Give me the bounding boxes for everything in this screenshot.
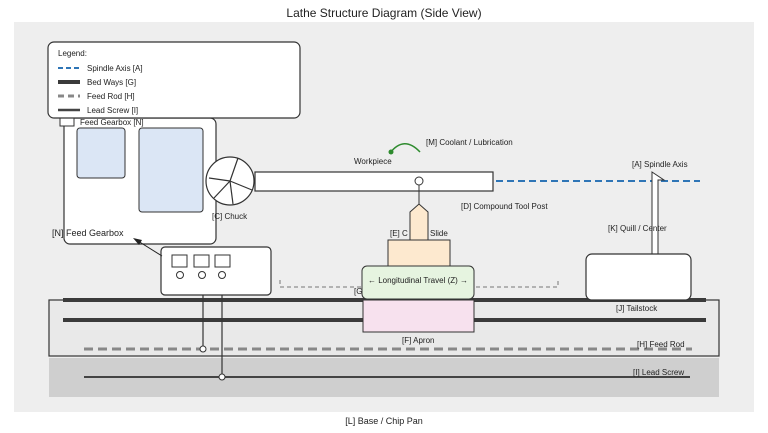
legend-item-spindle-axis: Spindle Axis [A] [87,64,143,73]
legend-item-lead-screw: Lead Screw [I] [87,106,138,115]
cross-slide-label-a: [E] C [390,229,408,238]
feed-gearbox [160,246,272,296]
cross-slide [387,239,451,268]
chuck-jaw-3 [213,180,231,199]
base-chip-pan-label: [L] Base / Chip Pan [345,416,423,426]
longitudinal-travel-box [361,265,475,300]
feed-gearbox-arrow [137,240,163,257]
chuck-jaw-5 [229,180,234,205]
gearbox-knob-3 [218,271,226,279]
coolant-label: [M] Coolant / Lubrication [426,138,513,147]
legend-heading: Legend: [58,49,87,58]
gearbox-window-1 [171,254,188,268]
lead-screw-joint [218,373,226,381]
feed-rod-joint [199,345,207,353]
headstock-panel-right [138,127,204,213]
legend-item-feed-rod: Feed Rod [H] [87,92,135,101]
gearbox-window-3 [214,254,231,268]
gearbox-window-2 [193,254,210,268]
workpiece [254,171,494,192]
chuck-jaw-1 [229,157,239,182]
carriage-dashed-outline [279,280,559,288]
lead-screw-label: [I] Lead Screw [633,368,684,377]
chuck-label: [C] Chuck [212,212,248,221]
tailstock-label: [J] Tailstock [616,304,658,313]
workpiece-label: Workpiece [354,157,392,166]
apron-label: [F] Apron [402,336,434,345]
longitudinal-travel-label: ← Longitudinal Travel (Z) → [368,276,468,285]
gearbox-knob-2 [198,271,206,279]
chuck-jaw-2 [229,180,253,191]
feed-gearbox-top-label: Feed Gearbox [N] [80,118,144,127]
legend-box [47,41,301,119]
feed-gearbox-arrow-label: [N] Feed Gearbox [52,228,124,238]
chuck-jaw-4 [208,177,231,182]
headstock-panel-left [76,127,126,179]
gearbox-knob-1 [176,271,184,279]
coolant-nozzle [388,149,394,155]
diagram-title: Lathe Structure Diagram (Side View) [286,6,481,20]
feed-gearbox-arrowhead [133,238,142,245]
apron [362,299,475,333]
compound-tool-post-label: [D] Compound Tool Post [461,202,548,211]
tool-post [409,203,429,241]
cross-slide-label-b: Slide [430,229,448,238]
feed-rod-label: [H] Feed Rod [637,340,685,349]
spindle-axis-label: [A] Spindle Axis [632,160,688,169]
tailstock-center [651,171,666,255]
carriage-partial-label: [G [354,287,362,296]
tool-tip [414,176,424,186]
legend-item-bed-ways: Bed Ways [G] [87,78,136,87]
quill-label: [K] Quill / Center [608,224,667,233]
tailstock [585,253,692,301]
